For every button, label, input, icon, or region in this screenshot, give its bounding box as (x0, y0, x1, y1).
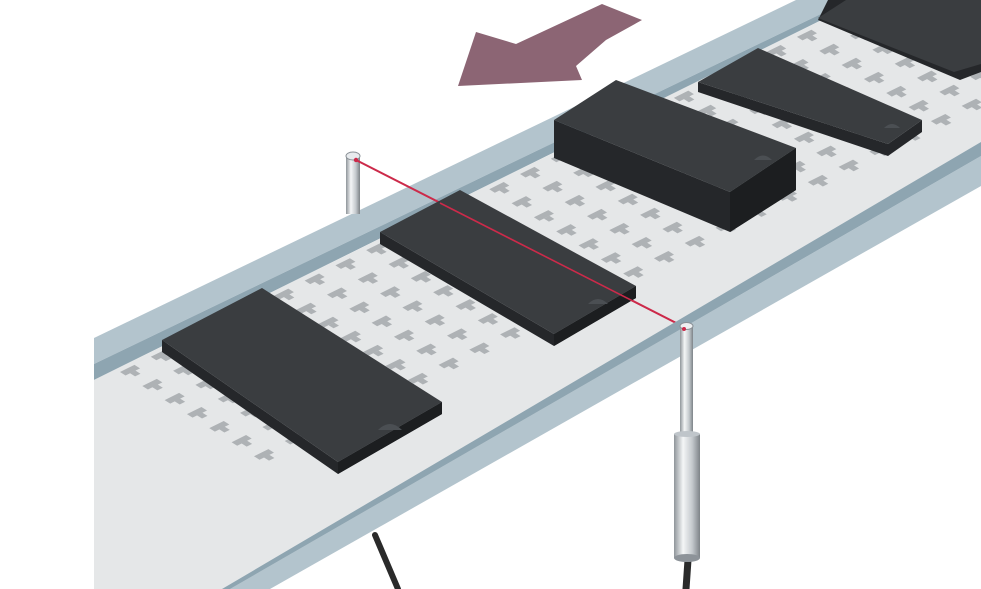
solder-pad (673, 90, 695, 103)
solder-pad (363, 344, 384, 357)
chip-1 (162, 288, 442, 474)
solder-pad (961, 98, 981, 111)
cylinder-post-icon (345, 151, 361, 214)
solder-pad (477, 313, 499, 325)
cables (372, 532, 692, 589)
solder-pad (402, 300, 423, 312)
solder-pad (318, 316, 339, 329)
solder-pad (916, 70, 938, 83)
solder-pad (357, 272, 379, 284)
solder-pad (142, 378, 163, 391)
solder-pad (766, 44, 787, 57)
solder-pad (838, 159, 860, 172)
solder-pad (653, 251, 675, 263)
laser-beam-over-chip (439, 202, 687, 329)
solder-pad (469, 342, 490, 355)
solder-pad (939, 84, 960, 97)
solder-pad (446, 328, 468, 340)
solder-pad (120, 364, 141, 377)
solder-pad (164, 392, 186, 405)
front-rail (222, 142, 981, 589)
solder-pad (595, 179, 616, 192)
solder-pad (578, 238, 600, 250)
solder-pad (908, 99, 930, 112)
solder-pad (511, 196, 533, 208)
solder-pad (393, 329, 415, 342)
solder-pad (841, 57, 863, 70)
chip-5 (818, 0, 981, 80)
solder-pad (209, 420, 230, 433)
arrow-left-icon (458, 4, 642, 86)
solder-pad (326, 287, 348, 300)
receiver-cable (682, 556, 692, 589)
emitter-cable (372, 532, 401, 589)
solder-pad (600, 252, 622, 264)
solder-pad (335, 258, 356, 270)
solder-pad (380, 286, 401, 298)
solder-pad (231, 435, 253, 447)
solder-pad (186, 406, 208, 419)
solder-pad (371, 315, 393, 328)
solder-pad (542, 180, 563, 193)
solder-pad (388, 257, 409, 269)
solder-pad (253, 449, 275, 461)
solder-pad (623, 266, 644, 278)
solder-pad (556, 224, 577, 236)
chip-4 (698, 48, 922, 156)
solder-pad (533, 210, 555, 222)
solder-pad (684, 235, 706, 248)
solder-pad (520, 166, 541, 179)
solder-pad (385, 358, 406, 371)
direction-arrow (458, 4, 642, 86)
solder-pad (455, 299, 476, 311)
solder-pad (564, 194, 586, 207)
solder-pad (304, 273, 326, 285)
solder-pad (970, 69, 981, 82)
solder-pad (273, 288, 295, 301)
solder-pad (793, 131, 815, 144)
solder-pad (433, 285, 454, 297)
solder-pad (586, 208, 608, 221)
solder-pad (819, 43, 840, 56)
solder-pad (662, 221, 683, 234)
solder-pad (796, 29, 818, 42)
solder-pad (886, 85, 907, 98)
solder-pad (424, 314, 446, 326)
solder-pad (296, 302, 317, 315)
emitter (345, 151, 361, 214)
solder-pad (609, 222, 630, 235)
solder-pad (863, 71, 885, 84)
solder-pad (617, 193, 639, 206)
solder-pad (340, 330, 362, 343)
chip-2 (380, 190, 636, 346)
solder-pad (816, 145, 837, 158)
solder-pad (631, 237, 653, 249)
receiver (674, 322, 700, 562)
solder-pad (930, 113, 952, 126)
solder-pad (410, 271, 432, 283)
solder-pad (416, 343, 437, 356)
solder-pad (407, 372, 429, 385)
cylinder-post-icon (674, 322, 700, 562)
solder-pad (349, 301, 370, 314)
solder-pad (366, 242, 387, 255)
front-rail-side (222, 142, 981, 589)
solder-pad (500, 327, 521, 339)
chip-3 (554, 80, 796, 232)
solder-pad (640, 207, 661, 220)
solder-pad (894, 56, 916, 69)
solder-pad (489, 182, 510, 194)
solder-pad (807, 174, 829, 187)
solder-pad (438, 357, 460, 370)
